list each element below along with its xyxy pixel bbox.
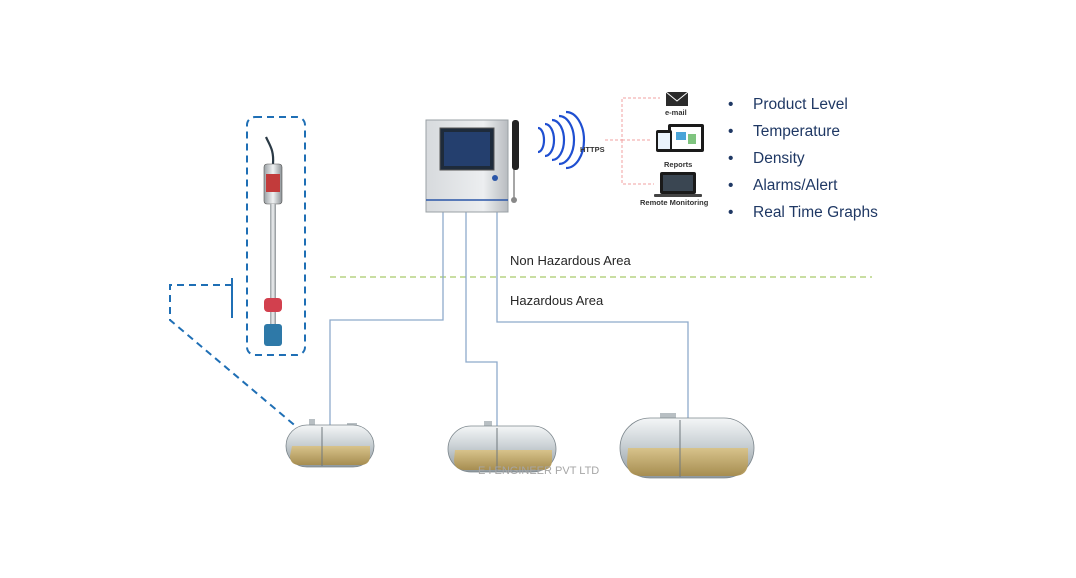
feature-item: • Alarms/Alert: [728, 175, 878, 202]
feature-list: • Product Level • Temperature • Density • Al…: [728, 94, 878, 229]
remote-monitoring-laptop-icon: [654, 172, 702, 197]
hazardous-area-label: Hazardous Area: [510, 293, 604, 308]
feature-label: Alarms/Alert: [753, 177, 838, 194]
feature-label: Real Time Graphs: [753, 204, 878, 221]
bullet: •: [728, 96, 734, 113]
non-hazardous-area-label: Non Hazardous Area: [510, 253, 631, 268]
storage-tank-1: [285, 419, 375, 468]
reports-label: Reports: [664, 160, 693, 169]
feature-item: • Temperature: [728, 121, 878, 148]
email-label: e-mail: [665, 108, 687, 117]
bullet: •: [728, 150, 734, 167]
feature-label: Product Level: [753, 96, 848, 113]
signal-cables: [329, 212, 689, 438]
https-label: HTTPS: [580, 145, 605, 154]
feature-label: Temperature: [753, 123, 841, 140]
storage-tank-3: [619, 413, 755, 479]
output-arrows: [605, 97, 660, 185]
probe-callout: [169, 116, 319, 446]
bullet: •: [728, 204, 734, 221]
bullet: •: [728, 177, 734, 194]
feature-item: • Density: [728, 148, 878, 175]
level-probe: [263, 136, 283, 346]
storage-tank-2: [447, 421, 557, 473]
watermark: E I ENGINEER PVT LTD: [478, 465, 600, 477]
feature-label: Density: [753, 150, 805, 167]
bullet: •: [728, 123, 734, 140]
reports-devices-icon: [656, 124, 704, 152]
wireless-signal-icon: [537, 110, 586, 170]
feature-item: • Real Time Graphs: [728, 202, 878, 229]
feature-item: • Product Level: [728, 94, 878, 121]
remote-monitoring-label: Remote Monitoring: [640, 198, 709, 207]
email-icon: [665, 91, 689, 106]
controller-unit: [425, 119, 519, 213]
